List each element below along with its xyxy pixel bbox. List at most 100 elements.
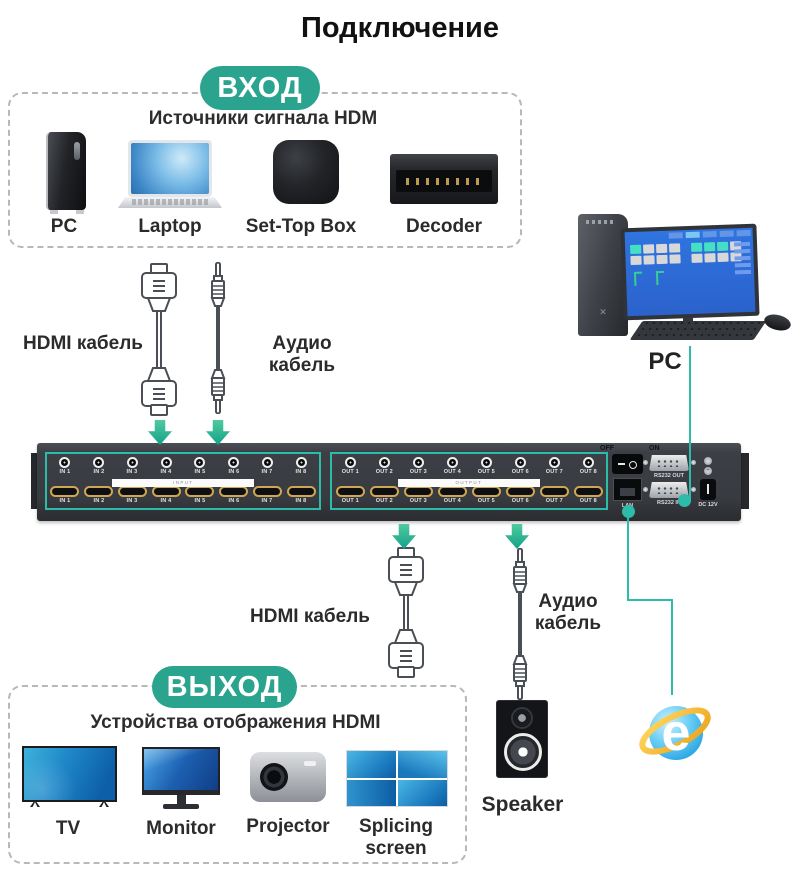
screw-icon xyxy=(704,457,712,465)
hdmi-port: OUT 4 xyxy=(435,486,469,504)
output-heading: Устройства отображения HDMI xyxy=(90,712,381,733)
port-label: IN 4 xyxy=(160,498,172,504)
rs232-in-port xyxy=(649,482,689,498)
arrow-down-hdmi-in-icon xyxy=(148,420,172,445)
power-switch xyxy=(612,454,643,474)
port-label: OUT 5 xyxy=(477,469,495,475)
audio-jack-icon xyxy=(446,457,458,468)
audio-cable-bottom-icon xyxy=(512,548,528,700)
hdmi-port-icon xyxy=(471,486,501,497)
speaker-icon xyxy=(496,700,548,778)
arrow-down-audio-out-icon xyxy=(505,524,529,549)
hdmi-port: OUT 3 xyxy=(401,486,435,504)
hdmi-port-icon xyxy=(505,486,535,497)
audio-jack-port: OUT 3 xyxy=(401,457,435,475)
svg-text:e: e xyxy=(662,704,691,762)
output-strip: OUTPUT xyxy=(397,479,541,487)
port-label: IN 6 xyxy=(228,469,240,475)
port-label: OUT 3 xyxy=(409,469,427,475)
port-label: IN 1 xyxy=(59,498,71,504)
monitor-neck xyxy=(177,795,186,804)
arrow-down-audio-in-icon xyxy=(206,420,230,445)
display-monitor-label: Monitor xyxy=(146,818,216,839)
hdmi-port-icon xyxy=(252,486,282,497)
port-label: OUT 4 xyxy=(443,498,461,504)
port-label: OUT 2 xyxy=(375,498,393,504)
port-label: OUT 1 xyxy=(341,469,359,475)
audio-jack-port: IN 4 xyxy=(149,457,183,475)
laptop-base xyxy=(118,197,222,208)
audio-jack-icon xyxy=(480,457,492,468)
audio-jack-port: OUT 5 xyxy=(469,457,503,475)
audio-jack-icon xyxy=(582,457,594,468)
connection-line-pc-rs232 xyxy=(689,346,691,502)
hdmi-port-icon xyxy=(403,486,433,497)
screw-icon: + xyxy=(704,467,712,475)
audio-jack-icon xyxy=(261,457,273,468)
rs232-out-port xyxy=(649,455,689,471)
audio-jack-icon xyxy=(378,457,390,468)
source-pc-label: PC xyxy=(50,216,78,237)
port-label: OUT 8 xyxy=(579,498,597,504)
hdmi-port: OUT 7 xyxy=(537,486,571,504)
port-label: IN 2 xyxy=(93,498,105,504)
audio-jack-icon xyxy=(194,457,206,468)
audio-jack-icon xyxy=(344,457,356,468)
audio-jack-port: OUT 2 xyxy=(367,457,401,475)
audio-cable-bottom-label: Аудио кабель xyxy=(532,591,604,635)
device-ear-left xyxy=(31,453,39,509)
input-strip: INPUT xyxy=(112,479,254,487)
rs232-out-label: RS232 OUT xyxy=(653,473,685,479)
hdmi-port-icon xyxy=(117,486,147,497)
hdmi-port-icon xyxy=(151,486,181,497)
port-label: OUT 3 xyxy=(409,498,427,504)
port-label: OUT 6 xyxy=(511,498,529,504)
audio-jack-port: IN 2 xyxy=(82,457,116,475)
audio-jack-port: IN 8 xyxy=(284,457,318,475)
switch-off-label: OFF xyxy=(600,445,614,452)
connection-line-lan-h xyxy=(627,599,673,601)
port-label: OUT 7 xyxy=(545,469,563,475)
hdmi-port-icon xyxy=(286,486,316,497)
audio-jack-port: OUT 1 xyxy=(333,457,367,475)
dc-power-label: DC 12V xyxy=(698,502,718,508)
monitor-base-icon xyxy=(163,804,199,809)
pc-tower-icon xyxy=(46,132,86,214)
hdmi-port: IN 2 xyxy=(82,486,116,504)
connection-dot-rs232-in xyxy=(678,494,691,507)
port-label: OUT 2 xyxy=(375,469,393,475)
audio-jack-icon xyxy=(295,457,307,468)
output-badge: ВЫХОД xyxy=(152,666,297,708)
monitor-icon xyxy=(142,747,220,795)
hdmi-port: OUT 8 xyxy=(571,486,605,504)
audio-jack-port: IN 5 xyxy=(183,457,217,475)
mouse-icon xyxy=(762,311,793,334)
audio-jack-port: OUT 4 xyxy=(435,457,469,475)
set-top-box-icon xyxy=(273,140,339,204)
pc-station-monitor-icon xyxy=(620,223,760,321)
port-label: OUT 6 xyxy=(511,469,529,475)
splicing-screen-icon xyxy=(346,750,448,807)
hdmi-port-icon xyxy=(84,486,114,497)
hdmi-cable-bottom-icon xyxy=(388,547,424,678)
port-label: IN 5 xyxy=(194,469,206,475)
source-decoder-label: Decoder xyxy=(405,216,483,237)
audio-cable-icon xyxy=(210,262,226,414)
connection-dot-lan xyxy=(622,505,635,518)
port-label: OUT 4 xyxy=(443,469,461,475)
hdmi-port-icon xyxy=(219,486,249,497)
audio-jack-icon xyxy=(160,457,172,468)
source-settop-label: Set-Top Box xyxy=(245,216,357,237)
audio-label-line1: Аудио xyxy=(538,591,598,612)
dc-power-port xyxy=(700,479,716,500)
port-label: OUT 7 xyxy=(545,498,563,504)
control-app-screen xyxy=(624,227,756,317)
audio-cable-top-label: Аудио кабель xyxy=(268,333,336,376)
port-label: IN 7 xyxy=(261,469,273,475)
audio-jack-port: IN 7 xyxy=(251,457,285,475)
audio-jack-port: OUT 7 xyxy=(537,457,571,475)
audio-jack-icon xyxy=(548,457,560,468)
